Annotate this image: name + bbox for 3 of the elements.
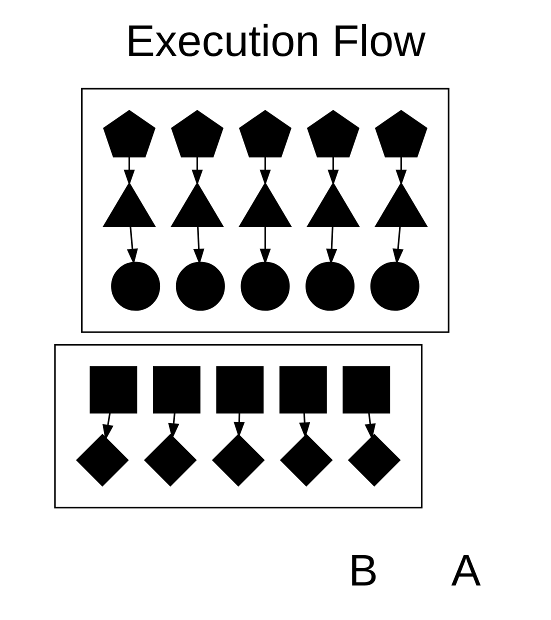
label: A xyxy=(451,546,481,596)
label: B xyxy=(348,546,378,596)
diagram-title: Execution Flow xyxy=(125,17,426,66)
